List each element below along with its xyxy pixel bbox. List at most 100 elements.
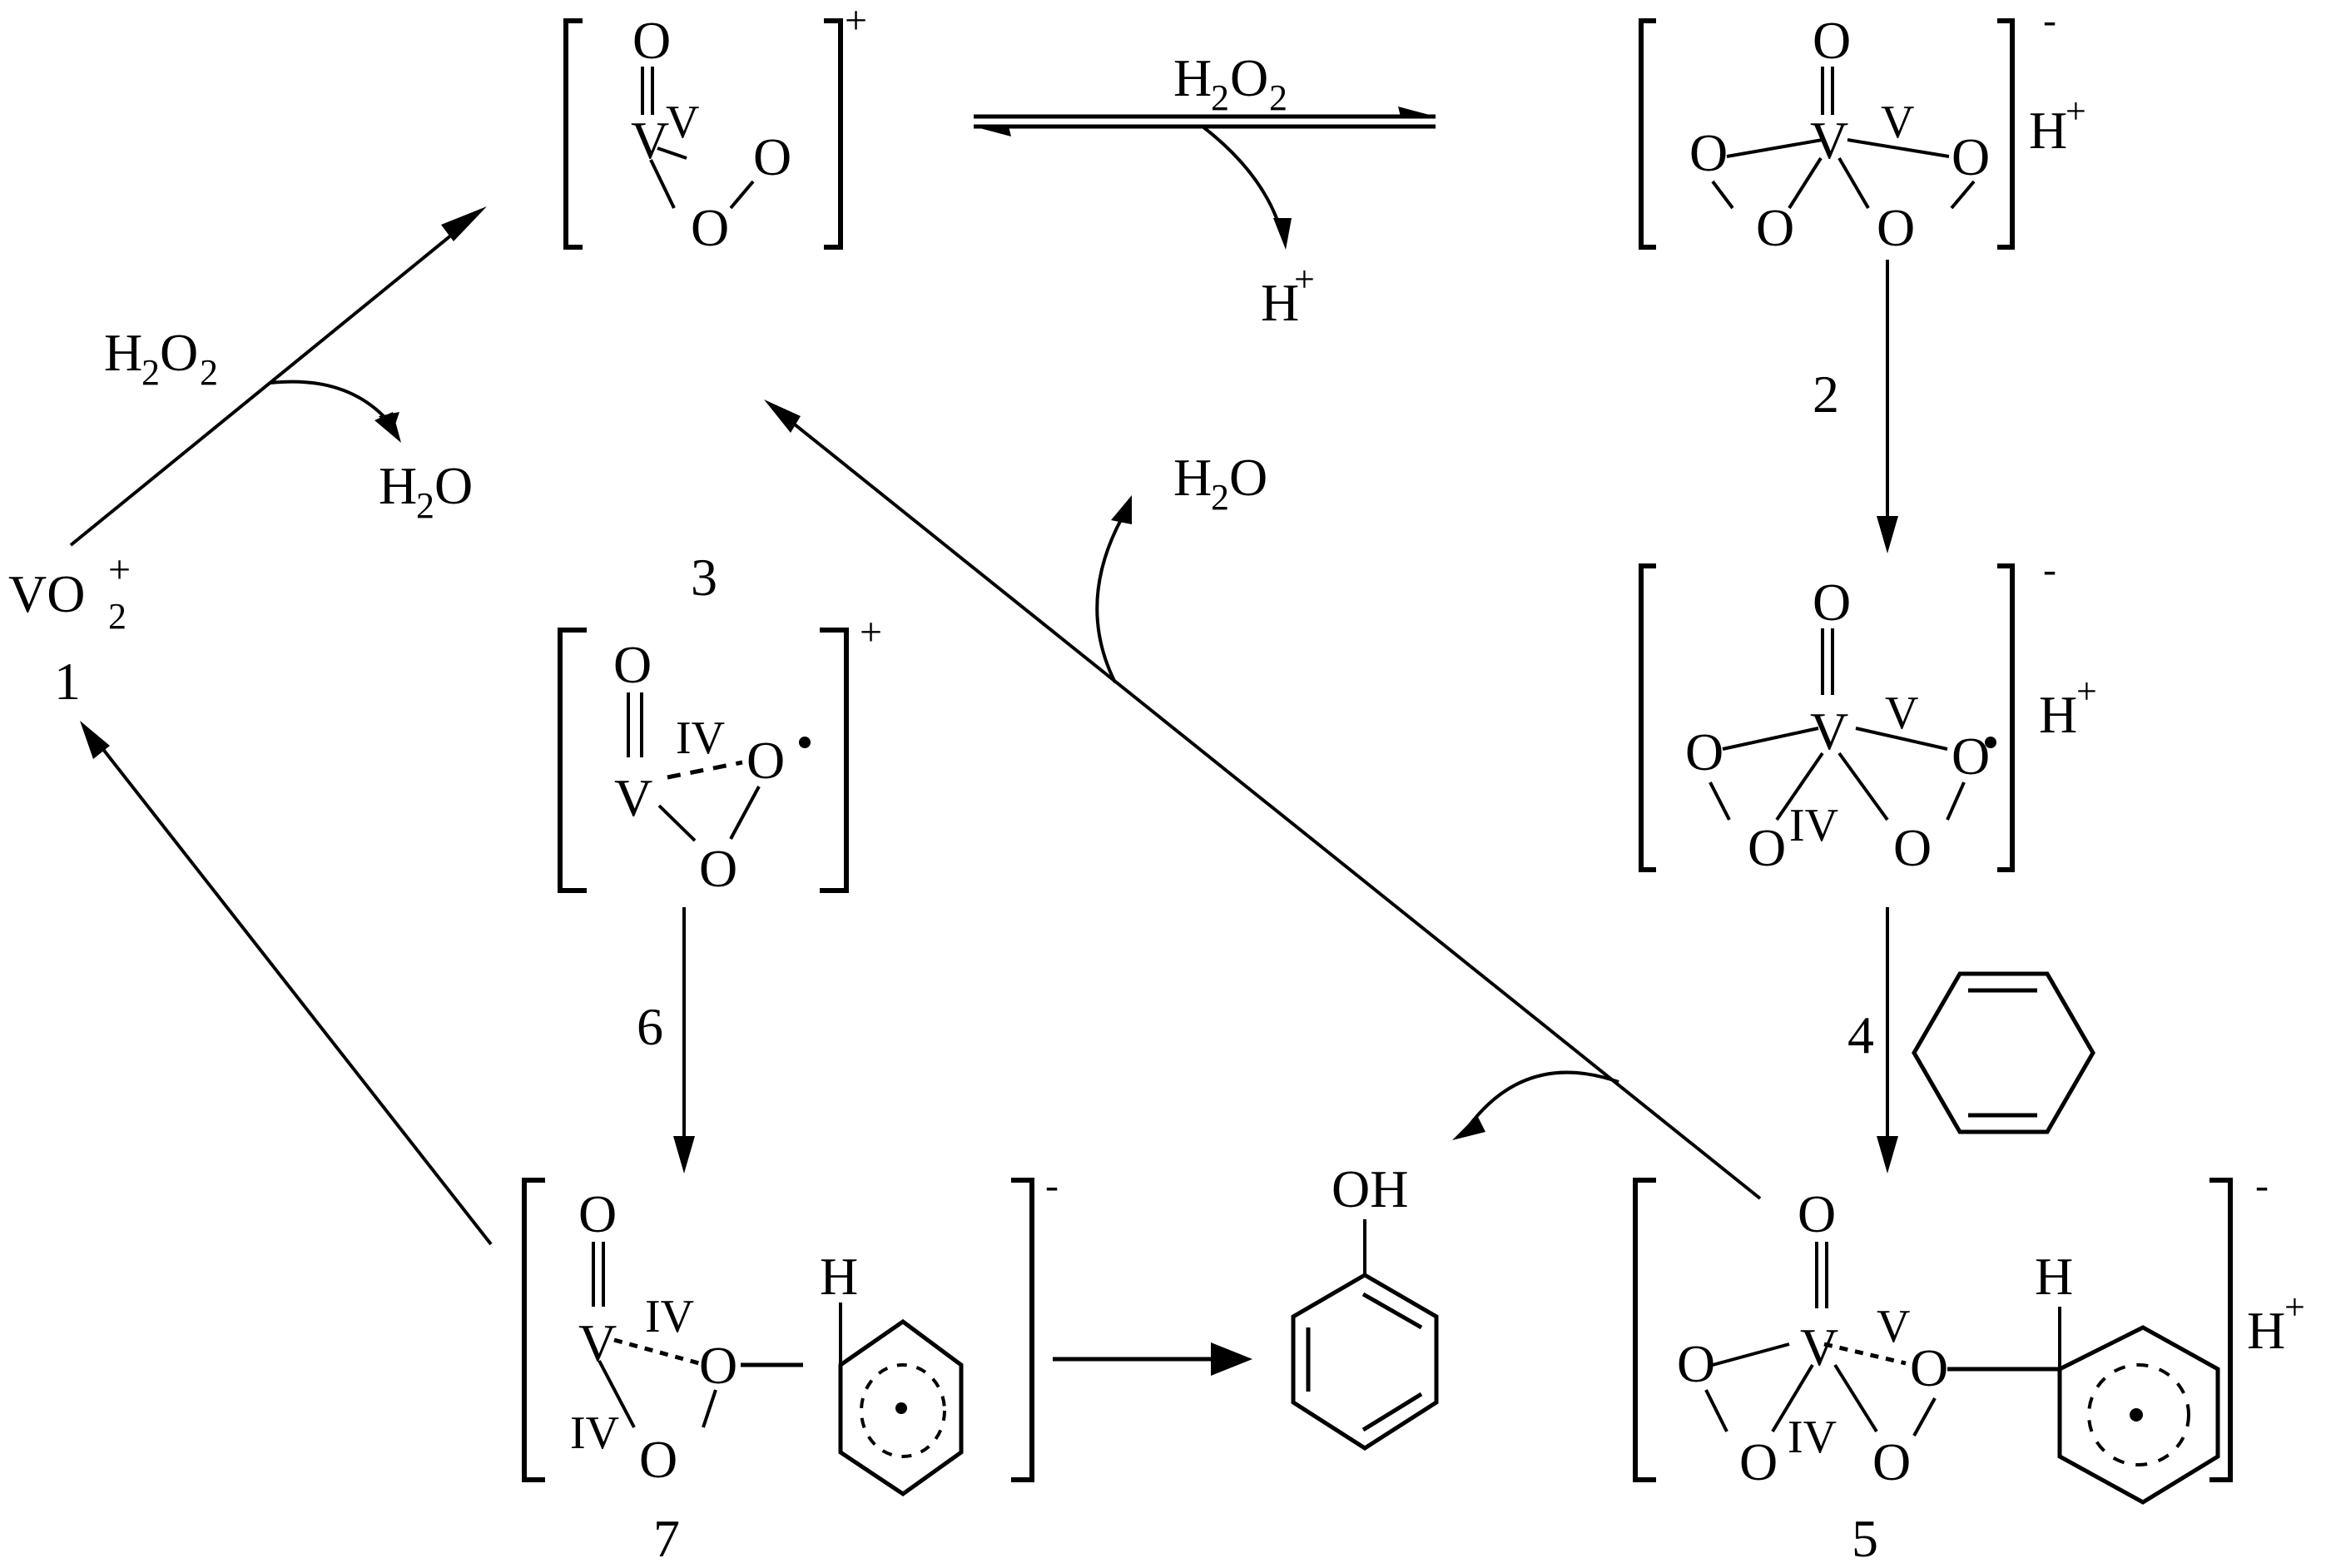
svg-text:O: O [1813, 573, 1851, 632]
svg-text:O: O [613, 635, 652, 694]
reagent-h-plus: H + [1261, 259, 1315, 332]
svg-text:O: O [1877, 198, 1915, 257]
svg-text:H: H [820, 1247, 858, 1306]
species-6-charge: + [860, 610, 882, 654]
species-1-number: 1 [54, 652, 81, 711]
svg-text:O: O [753, 127, 791, 186]
svg-text:O: O [1952, 727, 1990, 786]
svg-text:O: O [1813, 11, 1851, 70]
svg-text:O: O [639, 1430, 677, 1489]
reagent-h2o2-in: H 2 O 2 [104, 323, 218, 393]
species-5-complex: - H + O V V O O O IV O H 5 [1633, 1164, 2305, 1568]
species-3-charge: + [845, 0, 867, 42]
svg-text:V: V [1881, 97, 1914, 148]
svg-text:V: V [631, 111, 669, 170]
arrow-6-to-7: 6 [637, 907, 695, 1174]
svg-text:2: 2 [1211, 77, 1229, 118]
svg-text:V: V [1877, 1301, 1910, 1352]
species-7-complex: - O V IV O IV O H 7 [522, 1164, 1059, 1568]
species-7-number: 7 [653, 1509, 680, 1568]
species-4-charge: - [2043, 548, 2056, 592]
species-5-charge: - [2255, 1164, 2269, 1208]
species-2-charge: - [2043, 0, 2056, 42]
svg-text:2: 2 [200, 352, 218, 393]
arrow-4-to-5: 4 [1847, 907, 1898, 1174]
svg-text:V: V [1810, 702, 1848, 761]
svg-text:V: V [1800, 1317, 1838, 1377]
svg-text:O: O [160, 323, 198, 382]
svg-text:O: O [1230, 48, 1268, 107]
svg-text:+: + [2076, 671, 2097, 712]
species-1-subscript: 2 [108, 596, 126, 637]
arrow-2-to-4 [1877, 260, 1898, 553]
svg-text:O: O [746, 731, 785, 790]
species-2-number: 2 [1813, 365, 1839, 424]
step-4-label: 4 [1847, 1005, 1874, 1064]
species-4-complex: - H + O V V O O O IV O [1639, 548, 2097, 877]
species-6-complex: + O V IV O O [558, 610, 882, 898]
svg-text:2: 2 [141, 352, 160, 393]
svg-text:O: O [691, 198, 729, 257]
svg-text:+: + [2284, 1287, 2305, 1327]
svg-text:H: H [1173, 448, 1212, 507]
svg-text:H: H [2247, 1301, 2285, 1360]
equilibrium-3-2: H 2 O 2 H + [974, 48, 1436, 332]
svg-text:O: O [578, 1184, 617, 1243]
svg-text:H: H [1173, 48, 1212, 107]
svg-text:O: O [1685, 722, 1723, 782]
svg-text:O: O [1229, 448, 1267, 507]
svg-text:V: V [614, 768, 652, 827]
svg-text:2: 2 [416, 485, 434, 526]
species-6-oxidation-state: IV [676, 712, 725, 764]
svg-text:O: O [1748, 818, 1786, 877]
svg-text:O: O [1893, 818, 1932, 877]
svg-text:O: O [1910, 1338, 1948, 1397]
svg-text:O: O [1739, 1432, 1778, 1491]
svg-text:IV: IV [1789, 800, 1838, 851]
reagent-h2o2-equilibrium: H 2 O 2 [1173, 48, 1287, 118]
svg-text:V: V [1885, 687, 1918, 739]
species-6-number: 6 [637, 997, 663, 1056]
arrow-5-to-3: H 2 O [764, 399, 1762, 1200]
svg-text:H: H [2039, 685, 2077, 744]
species-1-formula: VO [8, 564, 85, 623]
svg-text:O: O [1872, 1432, 1911, 1491]
species-3-number: 3 [691, 548, 717, 607]
svg-text:O: O [699, 1336, 737, 1395]
species-1-charge: + [108, 548, 131, 592]
phenol-product: OH [1291, 1159, 1439, 1451]
svg-text:H: H [379, 456, 417, 515]
reagent-h2o-from-5: H 2 O [1173, 448, 1267, 518]
reagent-h2o-out: H 2 O [379, 456, 473, 526]
arrow-7-to-1 [80, 721, 493, 1246]
svg-text:IV: IV [645, 1291, 694, 1342]
svg-text:O: O [1689, 123, 1728, 182]
species-1: VO 2 + 1 [8, 548, 131, 711]
svg-text:O: O [1798, 1184, 1836, 1243]
svg-text:+: + [2066, 91, 2086, 131]
species-3-complex: + O V V O O 3 [563, 0, 867, 607]
species-5-number: 5 [1852, 1509, 1878, 1568]
svg-text:O: O [1952, 127, 1990, 186]
species-2-complex: - H + O V V O O O O 2 [1639, 0, 2086, 424]
svg-text:IV: IV [570, 1407, 619, 1459]
benzene-reagent [1912, 971, 2095, 1134]
svg-text:O: O [1677, 1334, 1715, 1393]
svg-text:IV: IV [1788, 1412, 1837, 1463]
species-7-charge: - [1045, 1164, 1059, 1208]
svg-text:2: 2 [1269, 77, 1287, 118]
svg-text:+: + [1294, 259, 1315, 300]
svg-text:O: O [632, 11, 671, 70]
svg-text:V: V [578, 1313, 617, 1372]
svg-text:O: O [1756, 198, 1794, 257]
species-3-oxidation-state: V [666, 97, 699, 148]
svg-text:O: O [434, 456, 473, 515]
phenol-oh-label: OH [1332, 1159, 1408, 1218]
svg-text:O: O [699, 839, 737, 898]
svg-text:H: H [1261, 273, 1299, 332]
svg-text:H: H [2035, 1247, 2073, 1306]
svg-text:H: H [2029, 101, 2067, 160]
arrow-7-to-phenol [1053, 1342, 1252, 1376]
svg-text:2: 2 [1211, 477, 1229, 518]
